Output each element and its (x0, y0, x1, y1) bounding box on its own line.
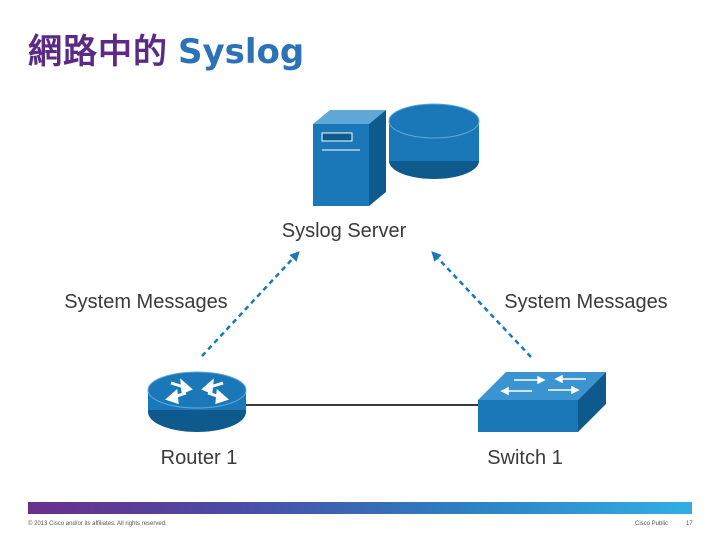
switch-label: Switch 1 (487, 447, 563, 469)
right-edge-label: System Messages (504, 291, 667, 313)
router-icon (147, 371, 247, 432)
router-label: Router 1 (161, 447, 238, 469)
database-icon (388, 103, 480, 179)
server-label: Syslog Server (282, 220, 407, 242)
switch-to-server-arrow (431, 251, 532, 358)
footer-gradient-bar (28, 502, 692, 514)
slide-title-chinese: 網路中的 (28, 32, 168, 72)
footer-copyright: © 2013 Cisco and/or its affiliates. All … (28, 521, 167, 527)
footer-classification: Cisco Public (635, 521, 669, 527)
left-edge-label: System Messages (64, 291, 227, 313)
slide-title-syslog: Syslog (178, 32, 305, 72)
page-number: 17 (686, 521, 693, 527)
server-icon (313, 110, 386, 206)
switch-icon (478, 372, 606, 432)
